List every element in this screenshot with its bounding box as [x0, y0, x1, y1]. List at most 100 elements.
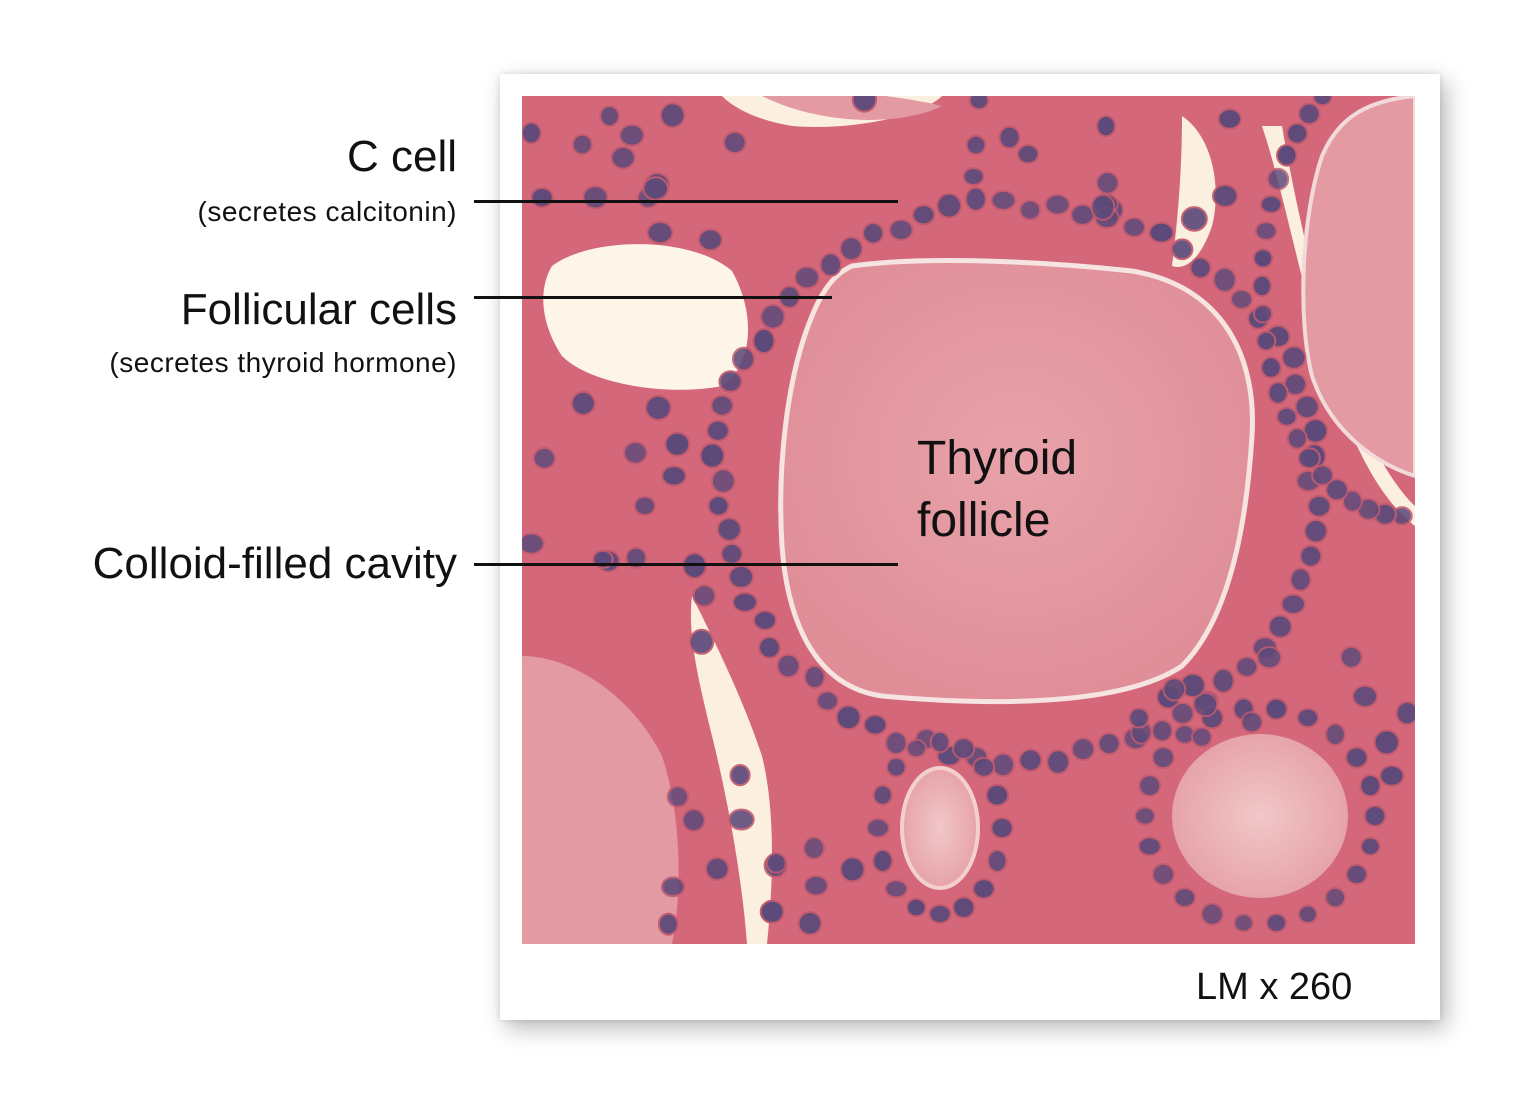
- cell-nucleus: [1351, 684, 1379, 709]
- cell-nucleus: [990, 816, 1014, 840]
- cell-nucleus: [1162, 677, 1187, 702]
- interstitial-space: [1172, 116, 1216, 267]
- cell-nucleus: [1044, 193, 1071, 216]
- cell-nucleus: [707, 495, 730, 517]
- cell-nucleus: [991, 752, 1016, 778]
- cell-nucleus: [732, 591, 758, 613]
- cell-nucleus: [522, 532, 545, 555]
- cell-nucleus: [646, 221, 674, 245]
- cell-nucleus: [1171, 238, 1194, 261]
- cell-nucleus: [1289, 567, 1312, 592]
- cell-nucleus: [884, 879, 909, 899]
- cell-nucleus: [1286, 122, 1309, 145]
- cell-nucleus: [1360, 836, 1381, 857]
- cell-nucleus: [1276, 406, 1298, 427]
- thyroid-follicle-label-line-1: Thyroid: [917, 432, 1078, 485]
- cell-nucleus: [1267, 381, 1289, 405]
- cell-nucleus: [1324, 886, 1347, 909]
- cell-nucleus: [962, 167, 985, 186]
- cell-nucleus: [905, 738, 927, 759]
- cell-nucleus: [1151, 746, 1175, 770]
- cell-nucleus: [1379, 764, 1405, 787]
- cell-nucleus: [710, 394, 734, 417]
- interstitial-space: [543, 244, 749, 390]
- cell-nucleus: [728, 565, 755, 589]
- cell-nucleus: [1230, 288, 1254, 310]
- c-cell-leader-line: [474, 200, 898, 203]
- cell-nucleus: [1264, 697, 1289, 721]
- cell-nucleus: [661, 465, 687, 487]
- cell-nucleus: [1212, 266, 1237, 293]
- cell-nucleus: [968, 96, 990, 111]
- cell-nucleus: [1363, 805, 1387, 827]
- cell-nucleus: [1255, 330, 1277, 352]
- cell-nucleus: [758, 636, 781, 659]
- cell-nucleus: [522, 121, 542, 145]
- cell-nucleus: [692, 584, 717, 608]
- cell-nucleus: [1311, 464, 1334, 487]
- cell-nucleus: [1339, 645, 1363, 669]
- cell-nucleus: [659, 102, 686, 129]
- cell-nucleus: [1299, 544, 1323, 568]
- cell-nucleus: [1359, 774, 1382, 798]
- cell-nucleus: [1170, 701, 1195, 725]
- cell-nucleus: [1276, 144, 1298, 167]
- cell-nucleus: [1324, 722, 1346, 747]
- thyroid-follicle-label: Thyroid follicle: [917, 428, 1077, 552]
- cell-nucleus: [1297, 102, 1321, 126]
- cell-nucleus: [872, 784, 893, 806]
- cell-nucleus: [1256, 646, 1283, 670]
- neighbour-follicle: [762, 96, 942, 120]
- cell-nucleus: [863, 714, 888, 736]
- cell-nucleus: [839, 236, 864, 262]
- neighbour-follicle: [522, 656, 679, 944]
- cell-nucleus: [952, 896, 976, 919]
- cell-nucleus: [1303, 519, 1329, 544]
- cell-nucleus: [985, 783, 1010, 807]
- cell-nucleus: [1095, 114, 1117, 138]
- cell-nucleus: [793, 265, 820, 290]
- cell-nucleus: [987, 849, 1008, 873]
- cell-nucleus: [642, 176, 669, 201]
- cell-nucleus: [697, 228, 723, 252]
- cell-nucleus: [765, 852, 787, 874]
- cell-nucleus: [1212, 184, 1239, 208]
- cell-nucleus: [1071, 737, 1096, 762]
- cell-nucleus: [571, 133, 593, 156]
- cell-nucleus: [623, 441, 648, 465]
- cell-nucleus: [644, 394, 672, 421]
- cell-nucleus: [866, 817, 890, 839]
- cell-nucleus: [720, 543, 744, 565]
- magnification-label: LM x 260: [1196, 966, 1353, 1008]
- cell-nucleus: [718, 370, 743, 393]
- cell-nucleus: [1192, 692, 1219, 718]
- cell-nucleus: [802, 836, 826, 860]
- cell-nucleus: [803, 874, 829, 897]
- cell-nucleus: [681, 808, 706, 833]
- cell-nucleus: [705, 856, 730, 882]
- cell-nucleus: [729, 764, 751, 787]
- cell-nucleus: [972, 878, 996, 900]
- cell-nucleus: [835, 704, 862, 731]
- cell-nucleus: [776, 653, 801, 679]
- cell-nucleus: [582, 185, 609, 210]
- cell-nucleus: [1280, 593, 1306, 615]
- cell-nucleus: [1189, 256, 1212, 279]
- cell-nucleus: [1312, 96, 1333, 107]
- cell-nucleus: [1325, 478, 1349, 502]
- cell-nucleus: [1254, 221, 1278, 241]
- cell-nucleus: [1148, 221, 1175, 244]
- cell-nucleus: [716, 517, 742, 542]
- cell-nucleus: [1151, 719, 1174, 743]
- cell-nucleus: [906, 897, 927, 918]
- cell-nucleus: [862, 222, 885, 245]
- cell-nucleus: [1297, 447, 1321, 470]
- colloid-cavity-label: Colloid-filled cavity: [92, 539, 457, 588]
- cell-nucleus: [1265, 912, 1288, 933]
- cell-nucleus: [1191, 726, 1213, 748]
- cell-nucleus: [1267, 614, 1293, 639]
- neighbour-follicle: [1301, 96, 1415, 479]
- cell-nucleus: [964, 186, 987, 212]
- cell-nucleus: [1097, 732, 1121, 755]
- interstitial-space: [1262, 126, 1415, 526]
